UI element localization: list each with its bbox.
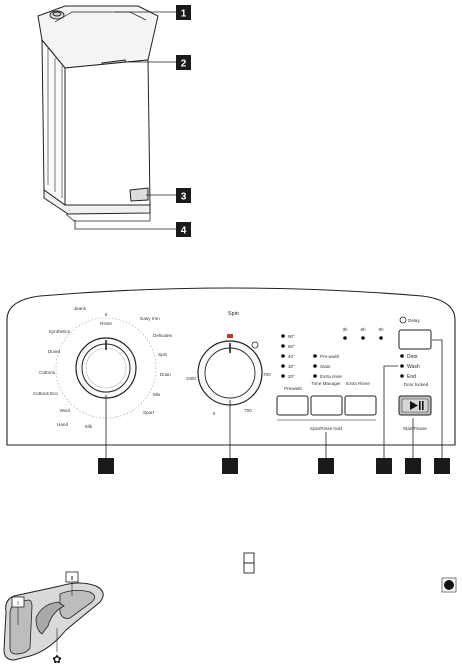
- spin-speed: 700: [244, 408, 252, 413]
- extra-rinse-button[interactable]: [344, 395, 377, 416]
- program-label: Delicates: [153, 333, 173, 338]
- panel-callout-box: [376, 458, 392, 474]
- top-callout-2: 2: [176, 55, 191, 70]
- svg-text:Spin/Rinse hold: Spin/Rinse hold: [310, 426, 343, 431]
- washing-machine-illustration: [37, 5, 159, 222]
- program-label: 0: [105, 312, 108, 317]
- option-leds-col2: Pre-wash Stain Extra rinse: [313, 354, 342, 379]
- svg-text:Stain: Stain: [320, 364, 331, 369]
- svg-text:90°: 90°: [288, 334, 295, 339]
- program-label: Sport: [143, 410, 155, 415]
- panel-callout-box: [222, 458, 238, 474]
- svg-text:20°: 20°: [288, 374, 295, 379]
- delay-start-button[interactable]: [398, 329, 432, 350]
- svg-text:1: 1: [181, 9, 187, 20]
- svg-text:II: II: [71, 576, 74, 582]
- program-label: Rinse: [100, 321, 112, 326]
- program-label: Drain: [160, 372, 171, 377]
- svg-text:End: End: [407, 374, 416, 380]
- circle-symbol-icon: [441, 577, 457, 593]
- svg-text:3: 3: [181, 192, 187, 203]
- svg-text:I: I: [17, 601, 19, 607]
- spin-knob[interactable]: [197, 334, 263, 406]
- program-label: Jeans: [74, 306, 87, 311]
- panel-callout-box: [434, 458, 450, 474]
- svg-text:4: 4: [181, 226, 187, 237]
- program-labels-left: Jeans Synthetics Duvet Cottons Cottons E…: [33, 306, 93, 429]
- panel-callout-leaders: [105, 339, 443, 458]
- svg-text:Door locked: Door locked: [404, 382, 429, 387]
- panel-callout-box: [405, 458, 421, 474]
- svg-text:6h: 6h: [360, 327, 366, 332]
- start-pause-label: Start/Pause: [403, 426, 427, 431]
- program-labels-top: 0 Rinse Easy Iron: [100, 312, 160, 326]
- top-callout-1: 1: [176, 5, 191, 20]
- program-label: Mix: [153, 392, 161, 397]
- svg-text:9h: 9h: [378, 327, 384, 332]
- start-pause-button[interactable]: [398, 395, 432, 416]
- spin-speed: 700: [263, 372, 271, 377]
- option-button-captions: Prewash Time Manager Extra Rinse: [284, 381, 370, 391]
- program-label: Synthetics: [49, 329, 71, 334]
- softener-flower-icon: ✿: [52, 654, 61, 666]
- top-callout-4: 4: [176, 222, 191, 237]
- program-label: Cottons Eco: [33, 391, 58, 396]
- svg-text:Prewash: Prewash: [284, 386, 302, 391]
- program-label: Duvet: [48, 349, 61, 354]
- svg-text:3h: 3h: [342, 327, 348, 332]
- program-label: Silk: [85, 424, 93, 429]
- cycle-marker: [243, 552, 255, 574]
- play-icon: [410, 401, 418, 410]
- pause-icon: [419, 401, 421, 410]
- top-callout-leaders: [74, 11, 176, 230]
- svg-text:Extra Rinse: Extra Rinse: [346, 381, 370, 386]
- svg-text:Pre-wash: Pre-wash: [320, 354, 340, 359]
- svg-text:60°: 60°: [288, 344, 295, 349]
- spin-speed: 1000: [186, 376, 197, 381]
- top-callout-3: 3: [176, 188, 191, 203]
- program-label: Wool: [60, 408, 70, 413]
- status-leds: Door Wash End Door locked: [400, 354, 429, 387]
- spin-labels: Spin 1000 700 0 700: [186, 311, 271, 416]
- drawer-labels: II I ✿: [17, 576, 73, 666]
- delay-start-section: Delay 3h 6h 9h: [342, 316, 420, 340]
- program-label: Spin: [158, 352, 168, 357]
- prewash-button[interactable]: [276, 395, 309, 416]
- option-footer: Spin/Rinse hold: [277, 419, 376, 431]
- option-leds-col1: 90° 60° 40° 30° 20°: [281, 334, 295, 379]
- clock-icon: [399, 316, 407, 324]
- svg-text:40°: 40°: [288, 354, 295, 359]
- svg-text:Wash: Wash: [407, 364, 420, 370]
- stain-icon: [251, 341, 259, 349]
- panel-callouts: [98, 458, 450, 474]
- spin-header: Spin: [228, 311, 239, 317]
- svg-text:30°: 30°: [288, 364, 295, 369]
- program-label: Easy Iron: [140, 316, 160, 321]
- svg-text:Door: Door: [407, 354, 418, 360]
- svg-text:Extra rinse: Extra rinse: [320, 374, 342, 379]
- spin-speed: 0: [213, 411, 216, 416]
- program-labels-right: Delicates Spin Drain Mix Sport: [143, 333, 173, 415]
- svg-text:Delay: Delay: [408, 318, 420, 323]
- program-label: Hand: [57, 422, 68, 427]
- svg-text:2: 2: [181, 59, 187, 70]
- panel-callout-box: [98, 458, 114, 474]
- program-label: Cottons: [39, 370, 56, 375]
- panel-callout-box: [318, 458, 334, 474]
- time-manager-button[interactable]: [310, 395, 343, 416]
- control-panel: Jeans Synthetics Duvet Cottons Cottons E…: [6, 287, 456, 446]
- svg-text:Time Manager: Time Manager: [311, 381, 341, 386]
- detergent-drawer-illustration: [3, 571, 104, 661]
